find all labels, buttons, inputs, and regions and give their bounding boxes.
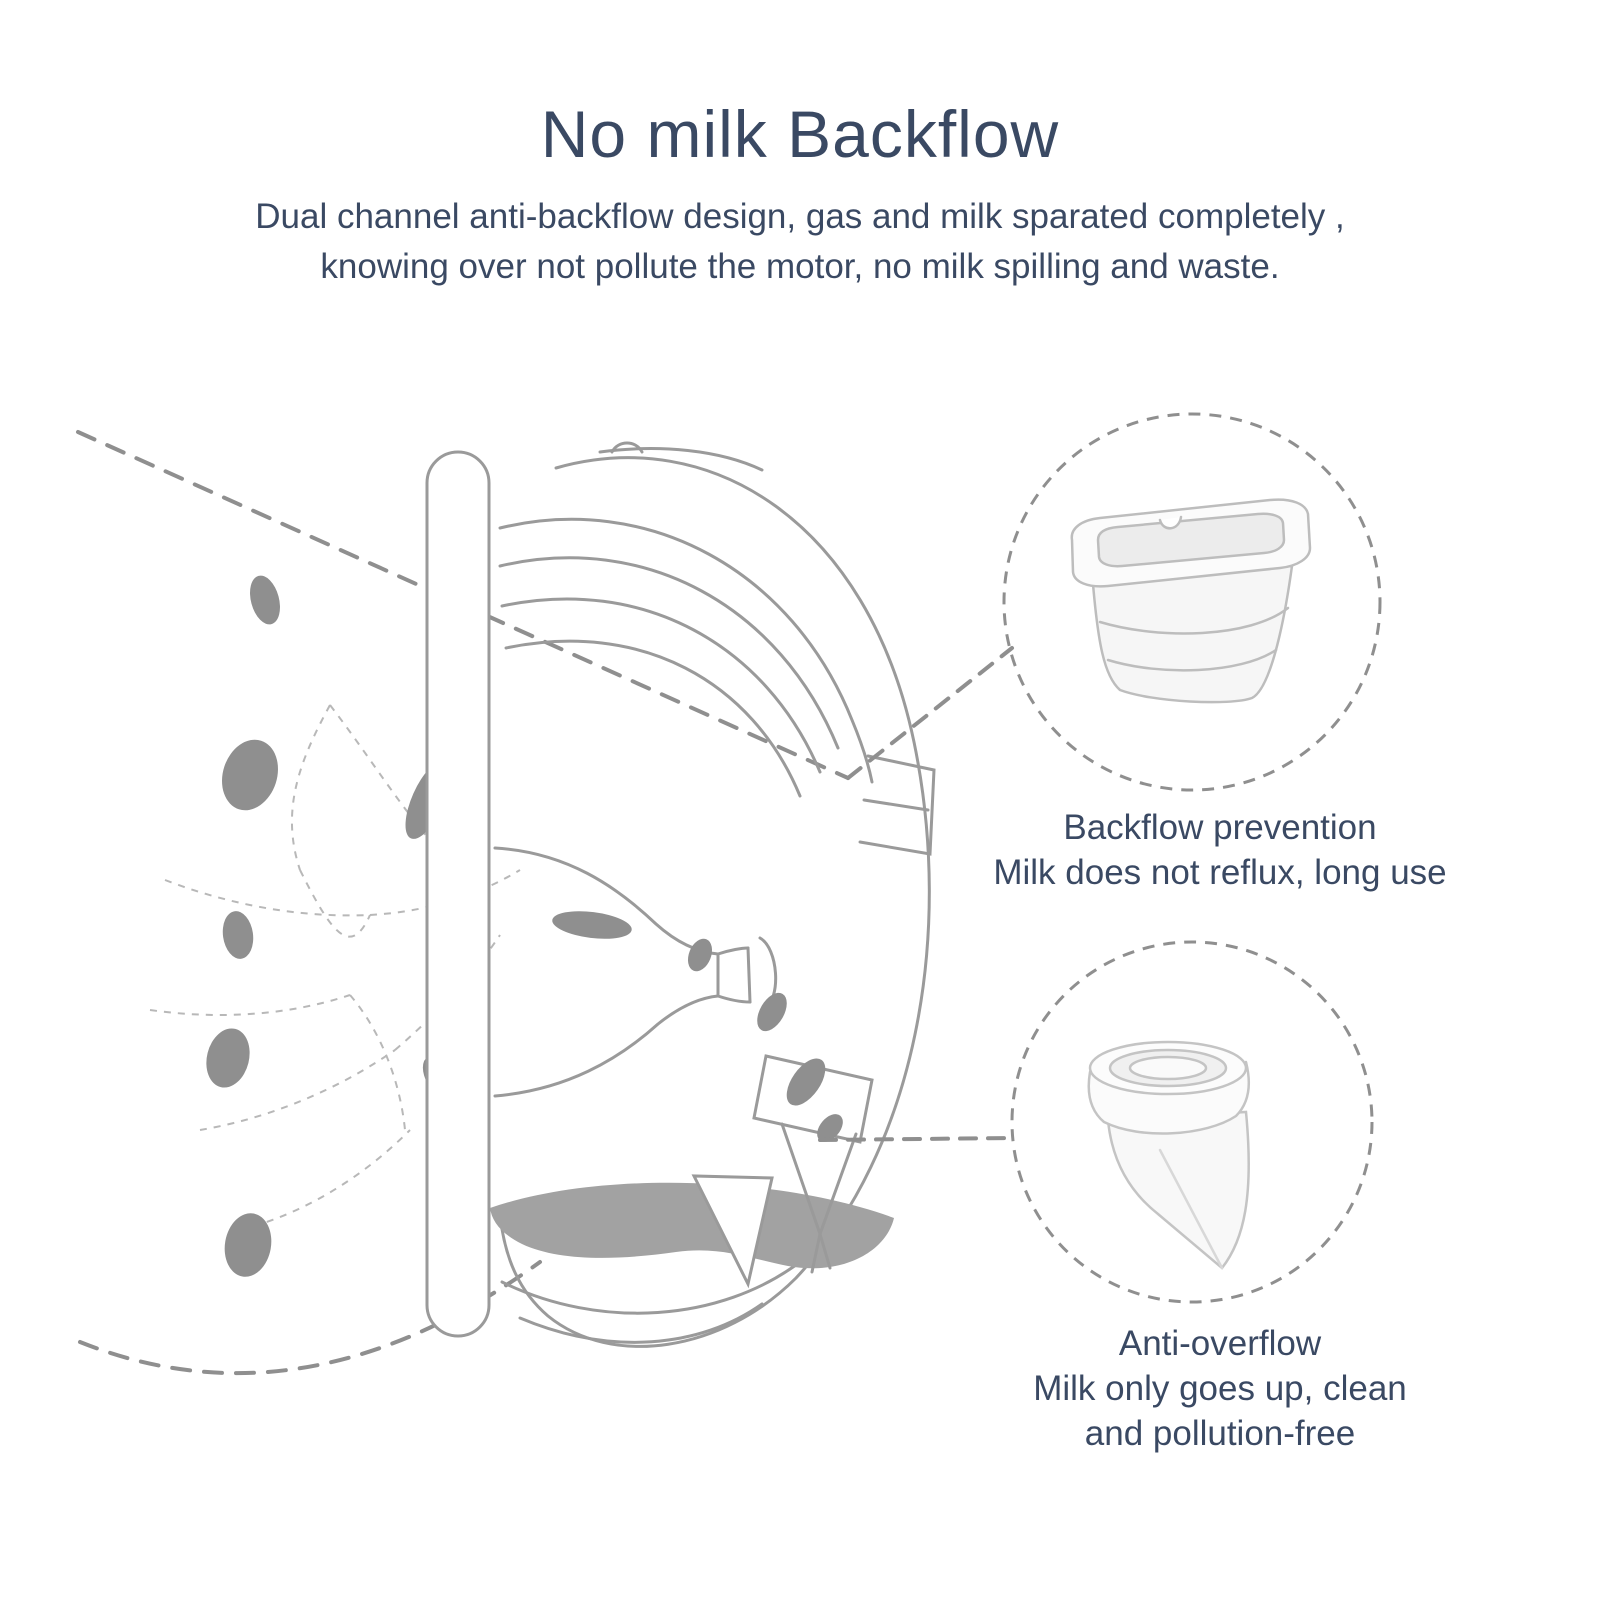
callout-backflow-title: Backflow prevention (1063, 808, 1377, 847)
callout-antioverflow-description-line1: Milk only goes up, clean (1033, 1368, 1407, 1408)
callout-circle-backflow (1002, 412, 1382, 792)
page-subtitle: Dual channel anti-backflow design, gas a… (0, 192, 1600, 291)
callout-leader-lines (818, 646, 1015, 1142)
callout-antioverflow-label: Anti-overflow Milk only goes up, clean a… (930, 1322, 1510, 1456)
callout-antioverflow-description-line2: and pollution-free (1084, 1413, 1356, 1453)
collected-milk-pool (490, 1182, 894, 1269)
flange-funnel (493, 846, 778, 1098)
backflow-membrane-illustration (1070, 498, 1312, 704)
page-subtitle-line1: Dual channel anti-backflow design, gas a… (255, 197, 1345, 236)
milk-drops (206, 575, 454, 1277)
callout-circle-antioverflow (1010, 940, 1374, 1304)
flange-back-band (425, 450, 491, 1338)
callout-backflow-label: Backflow prevention Milk does not reflux… (930, 806, 1510, 896)
callout-antioverflow-title: Anti-overflow (1118, 1324, 1322, 1363)
page-title: No milk Backflow (540, 97, 1060, 171)
pump-shell (498, 441, 936, 1348)
milk-drops-in-funnel (552, 911, 843, 1142)
callout-backflow-description: Milk does not reflux, long use (993, 852, 1447, 892)
page-subtitle-line2: knowing over not pollute the motor, no m… (320, 246, 1280, 286)
antioverflow-duckbill-illustration (1087, 1040, 1250, 1270)
